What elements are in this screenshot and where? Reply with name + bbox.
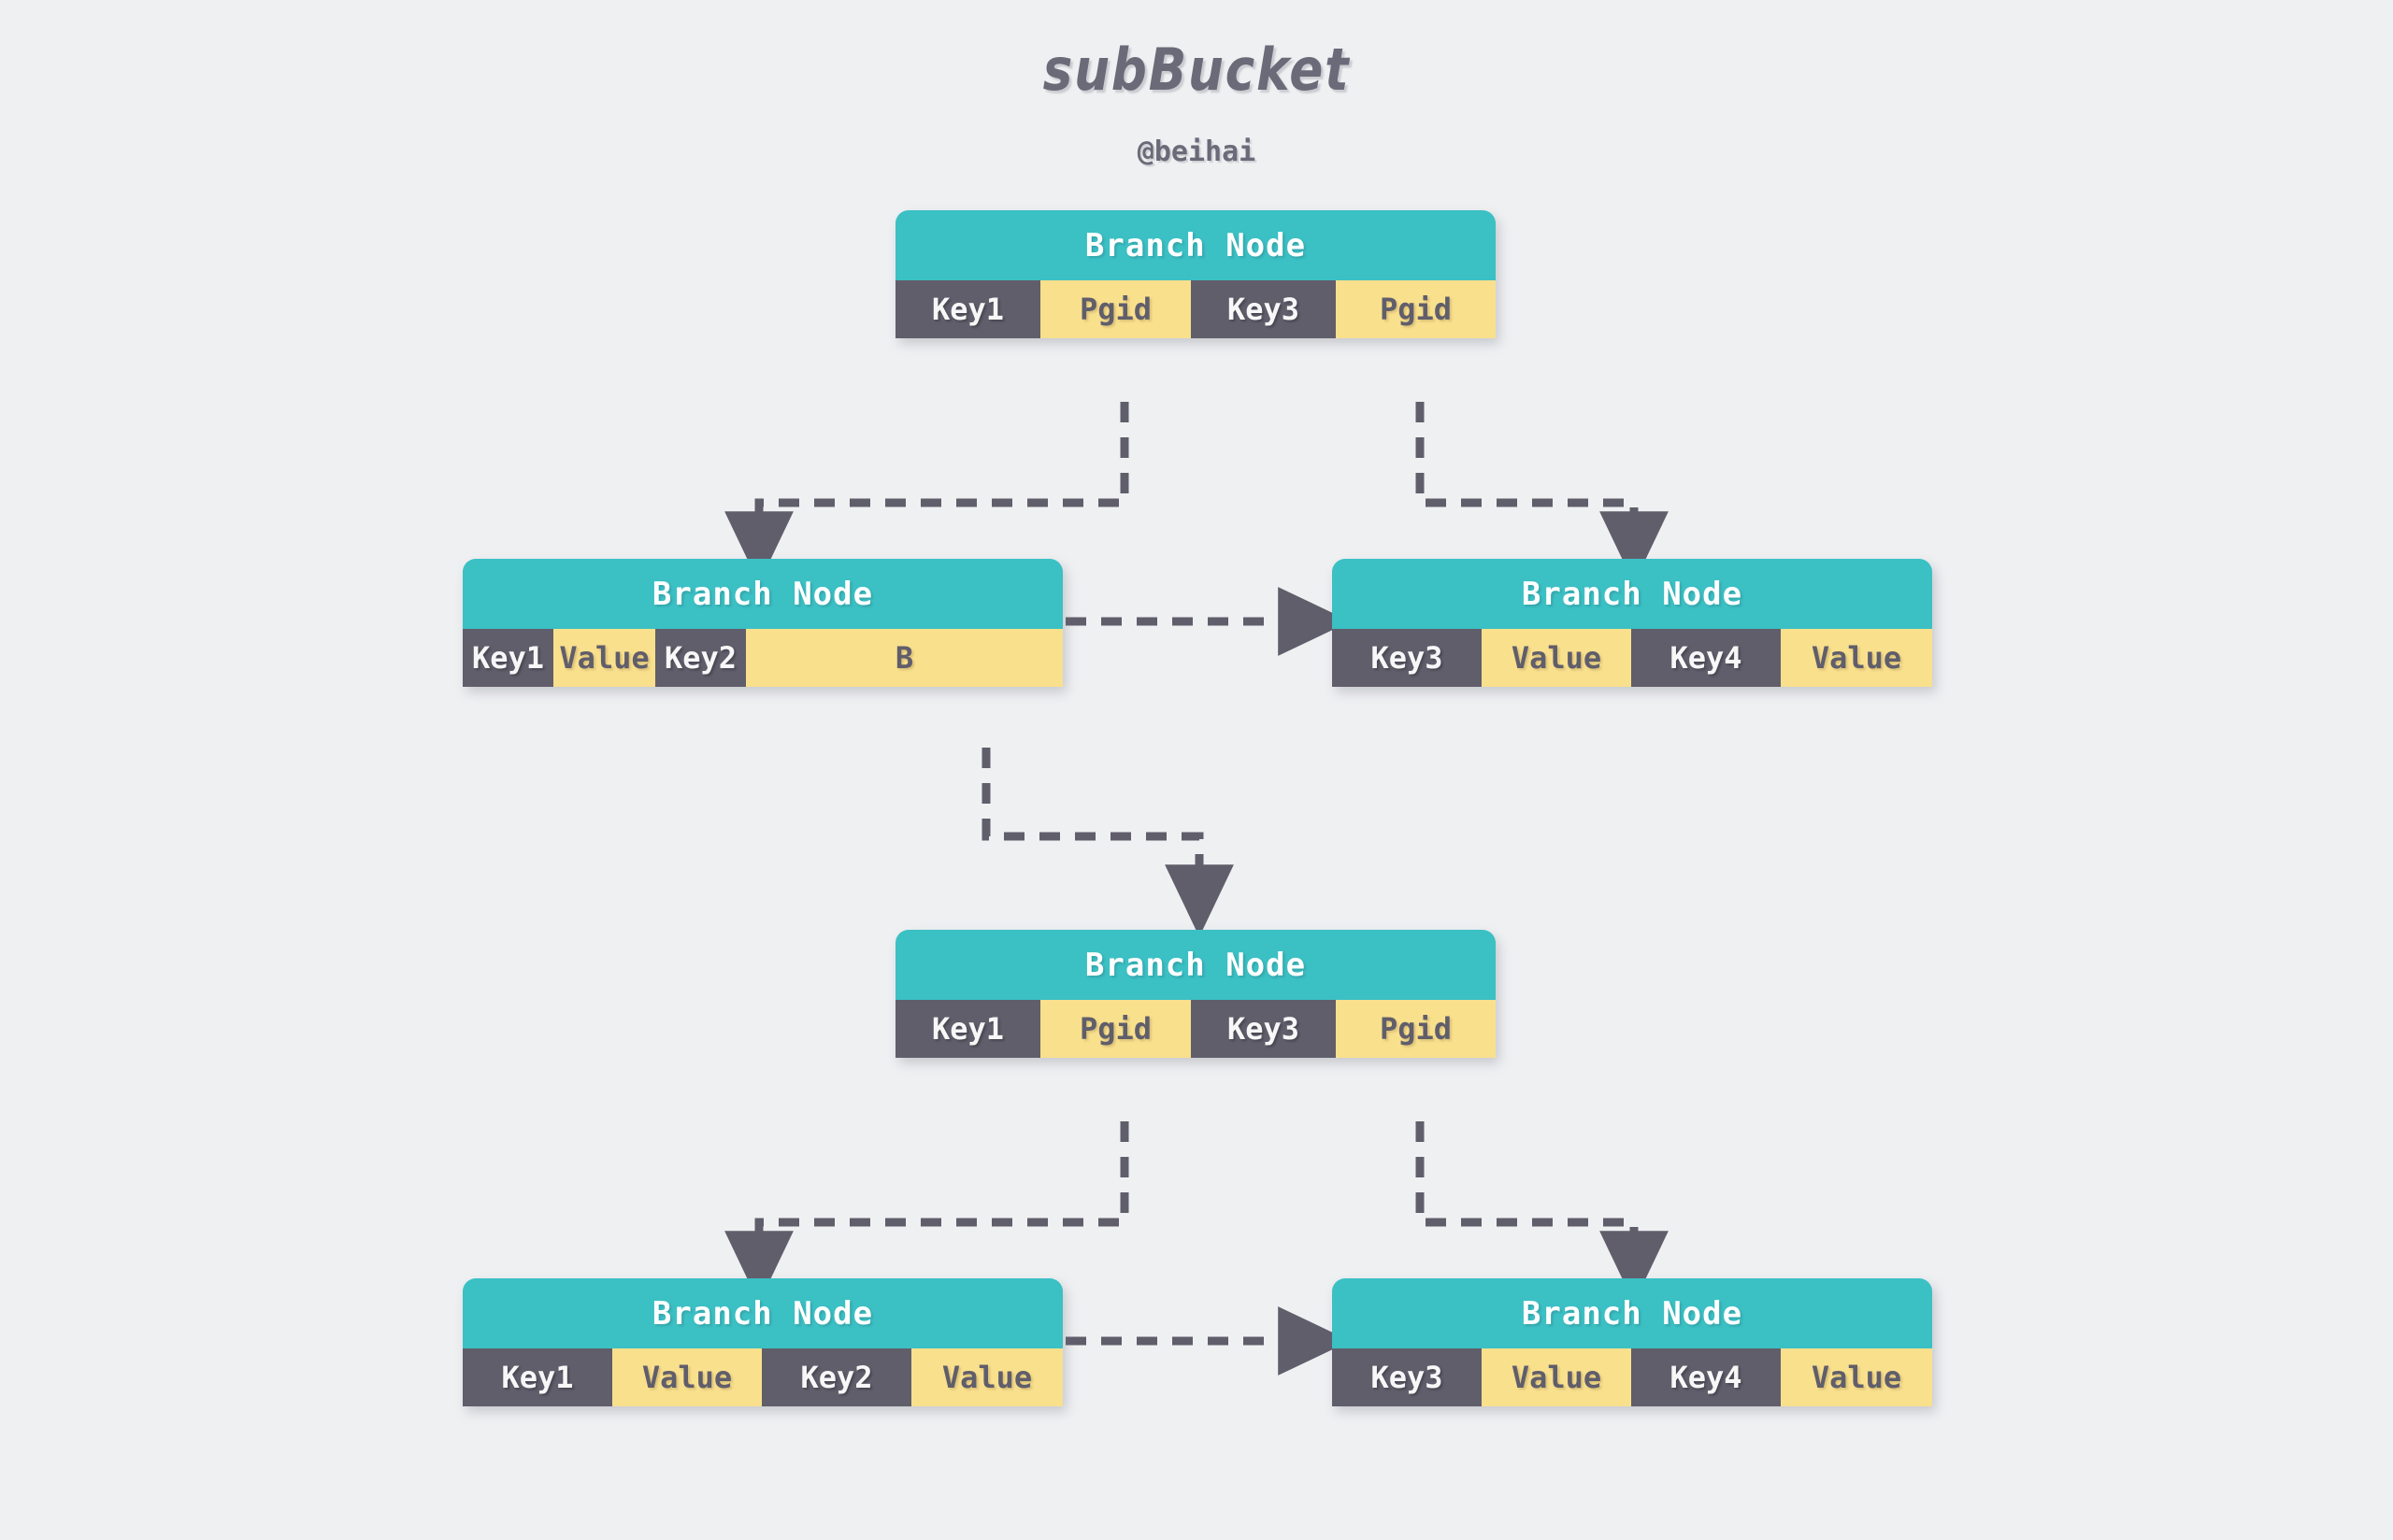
node-l3-mid-cells: Key1 Pgid Key3 Pgid: [896, 1000, 1496, 1058]
node-l3-mid-cell-2[interactable]: Key3: [1191, 1000, 1336, 1058]
node-l3-mid[interactable]: Branch Node Key1 Pgid Key3 Pgid: [896, 930, 1496, 1058]
page-title: subBucket: [1042, 36, 1351, 104]
node-l4-right-cell-2[interactable]: Key4: [1631, 1348, 1781, 1406]
node-l4-left[interactable]: Branch Node Key1 Value Key2 Value: [463, 1278, 1063, 1406]
node-l2-right-cells: Key3 Value Key4 Value: [1332, 629, 1932, 687]
node-l2-left-header: Branch Node: [463, 559, 1063, 629]
node-l3-mid-cell-3[interactable]: Pgid: [1336, 1000, 1496, 1058]
node-l2-left-cell-2[interactable]: Key2: [655, 629, 746, 687]
node-l4-right-cell-3[interactable]: Value: [1781, 1348, 1932, 1406]
node-l4-right-cell-0[interactable]: Key3: [1332, 1348, 1482, 1406]
node-root-cells: Key1 Pgid Key3 Pgid: [896, 280, 1496, 338]
node-root-cell-2[interactable]: Key3: [1191, 280, 1336, 338]
node-l4-left-cells: Key1 Value Key2 Value: [463, 1348, 1063, 1406]
node-root-cell-3[interactable]: Pgid: [1336, 280, 1496, 338]
node-l2-right-header: Branch Node: [1332, 559, 1932, 629]
node-l2-left-cell-0[interactable]: Key1: [463, 629, 553, 687]
node-root-header: Branch Node: [896, 210, 1496, 280]
node-l2-right-cell-1[interactable]: Value: [1482, 629, 1631, 687]
node-l2-left-cell-1[interactable]: Value: [553, 629, 655, 687]
edge-root-to-l2left: [724, 402, 1129, 584]
node-l4-right-cells: Key3 Value Key4 Value: [1332, 1348, 1932, 1406]
edge-root-to-l2right: [1415, 402, 1669, 584]
edge-l3-to-l4left: [724, 1121, 1129, 1304]
node-l2-right-cell-2[interactable]: Key4: [1631, 629, 1781, 687]
node-root-cell-1[interactable]: Pgid: [1040, 280, 1191, 338]
node-l4-left-header: Branch Node: [463, 1278, 1063, 1348]
node-l4-left-cell-0[interactable]: Key1: [463, 1348, 612, 1406]
node-l2-right[interactable]: Branch Node Key3 Value Key4 Value: [1332, 559, 1932, 687]
edge-l2left-B-to-l3: [982, 748, 1234, 937]
node-l4-left-cell-2[interactable]: Key2: [762, 1348, 911, 1406]
node-l2-left-cells: Key1 Value Key2 B: [463, 629, 1063, 687]
node-l4-left-cell-1[interactable]: Value: [612, 1348, 762, 1406]
node-l2-left-cell-3[interactable]: B: [746, 629, 1063, 687]
node-l4-left-cell-3[interactable]: Value: [911, 1348, 1063, 1406]
edge-l3-to-l4right: [1415, 1121, 1669, 1304]
node-l2-right-cell-3[interactable]: Value: [1781, 629, 1932, 687]
node-root[interactable]: Branch Node Key1 Pgid Key3 Pgid: [896, 210, 1496, 338]
node-l4-right-header: Branch Node: [1332, 1278, 1932, 1348]
page-subtitle: @beihai: [1137, 135, 1256, 168]
node-l3-mid-header: Branch Node: [896, 930, 1496, 1000]
node-l3-mid-cell-1[interactable]: Pgid: [1040, 1000, 1191, 1058]
node-root-cell-0[interactable]: Key1: [896, 280, 1040, 338]
node-l4-right[interactable]: Branch Node Key3 Value Key4 Value: [1332, 1278, 1932, 1406]
node-l4-right-cell-1[interactable]: Value: [1482, 1348, 1631, 1406]
node-l2-right-cell-0[interactable]: Key3: [1332, 629, 1482, 687]
node-l2-left[interactable]: Branch Node Key1 Value Key2 B: [463, 559, 1063, 687]
node-l3-mid-cell-0[interactable]: Key1: [896, 1000, 1040, 1058]
